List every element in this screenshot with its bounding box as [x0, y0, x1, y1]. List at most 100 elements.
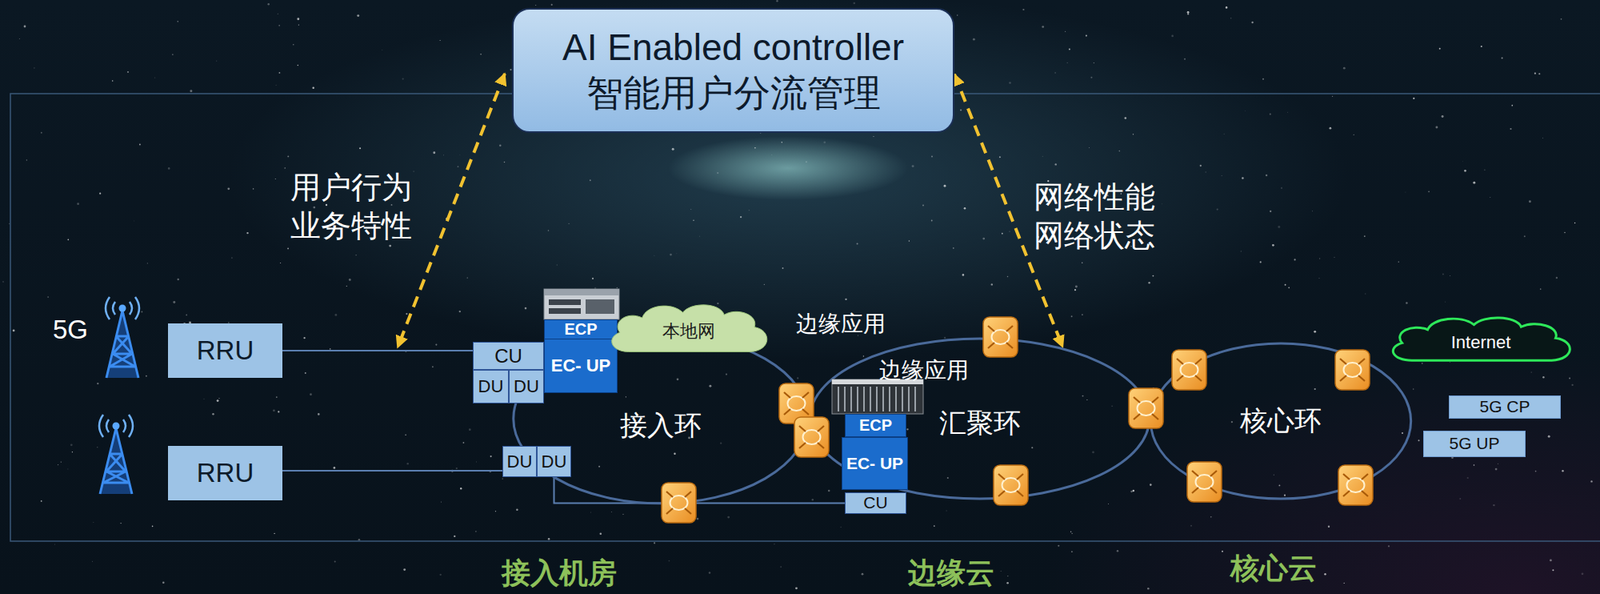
router-icon [1335, 349, 1370, 390]
ec-up-box: EC- UP [544, 338, 618, 393]
star [982, 237, 985, 240]
star [535, 4, 536, 6]
star [1272, 244, 1275, 247]
star [40, 132, 43, 134]
star [1314, 388, 1316, 390]
star [495, 510, 496, 512]
star [112, 80, 114, 82]
star [1329, 127, 1332, 130]
star [1560, 18, 1563, 20]
star [1068, 48, 1071, 51]
star [852, 2, 856, 5]
star [622, 513, 624, 515]
star [333, 466, 336, 469]
star [600, 532, 603, 536]
label-text: 网络状态 [1033, 219, 1156, 253]
star [432, 151, 436, 154]
star [329, 348, 332, 350]
local-network-cloud: 本地网 [602, 297, 776, 360]
star [1343, 67, 1346, 70]
star [1398, 261, 1400, 263]
node-text: 智能用户分流管理 [586, 70, 881, 117]
star [312, 206, 316, 209]
star [459, 310, 461, 312]
ecp-box: ECP [544, 319, 618, 340]
star [1472, 181, 1476, 184]
star [991, 283, 993, 285]
5g-cp-box: 5G CP [1448, 395, 1561, 419]
star [1244, 110, 1247, 112]
star [1473, 464, 1476, 466]
star [67, 468, 68, 469]
star [120, 522, 121, 524]
server-panel [585, 299, 615, 314]
router-icon [1338, 464, 1373, 505]
star [1221, 175, 1223, 176]
star [1480, 45, 1483, 48]
rru-box: RRU [168, 323, 283, 378]
server-rack-image [832, 379, 924, 414]
node-text: DU [513, 376, 540, 396]
star [47, 296, 49, 298]
link-line [282, 349, 473, 352]
star [1152, 275, 1154, 277]
star [863, 355, 864, 356]
star [278, 24, 280, 27]
star [1277, 225, 1280, 228]
star [325, 204, 328, 206]
star [1464, 169, 1467, 172]
star [947, 476, 949, 479]
star [459, 154, 461, 156]
node-text: DU [507, 451, 533, 472]
controller-box: AI Enabled controller智能用户分流管理 [512, 8, 955, 133]
star [96, 382, 99, 384]
star [1412, 97, 1415, 100]
label-text: 接入机房 [501, 556, 617, 589]
star [440, 573, 442, 576]
label-text: 核心云 [1230, 552, 1317, 584]
server-top [544, 288, 620, 296]
star [692, 219, 695, 221]
rru-box: RRU [168, 445, 283, 500]
star [26, 159, 28, 160]
star [1273, 474, 1275, 476]
text-label: 边缘应用 [796, 312, 886, 337]
star [795, 586, 798, 589]
tower-icon [99, 414, 133, 494]
star [1401, 432, 1404, 434]
tower-top [112, 422, 120, 430]
star [1311, 210, 1313, 212]
star [276, 12, 279, 15]
star [556, 264, 559, 266]
star [2, 280, 4, 283]
star [676, 252, 678, 255]
label-text: 5G [52, 315, 88, 344]
star [1231, 420, 1233, 423]
star [1542, 376, 1544, 378]
star [406, 462, 408, 464]
star [952, 247, 955, 249]
node-text: EC- UP [551, 355, 612, 376]
star [944, 184, 947, 188]
star [358, 538, 361, 541]
star [499, 144, 501, 147]
du-box: DU [472, 369, 509, 404]
star [782, 267, 784, 269]
star [610, 510, 612, 512]
star [1262, 78, 1264, 80]
star [716, 172, 719, 174]
star [54, 543, 56, 545]
star [218, 397, 220, 399]
radio-waves [99, 414, 133, 437]
star [272, 408, 276, 412]
star [1364, 235, 1366, 237]
star [1149, 483, 1152, 486]
star [1284, 284, 1287, 286]
star [796, 376, 799, 379]
star [168, 167, 171, 170]
star [33, 67, 35, 68]
star [1418, 439, 1420, 441]
star [1054, 163, 1056, 165]
star [1388, 544, 1390, 547]
star [548, 537, 551, 540]
